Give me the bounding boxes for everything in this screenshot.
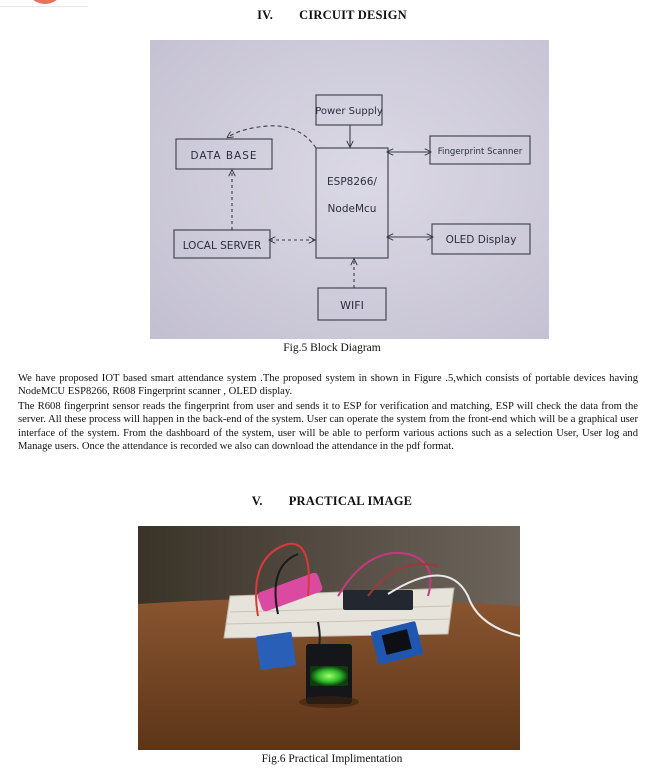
controller-label-line-1: ESP8266/: [327, 176, 377, 188]
section-title: CIRCUIT DESIGN: [299, 8, 407, 22]
local-server-label: LOCAL SERVER: [183, 240, 262, 252]
paragraph-1: We have proposed IOT based smart attenda…: [18, 373, 638, 398]
figure-6-caption: Fig.6 Practical Implimentation: [261, 753, 403, 765]
publisher-logo-fragment: [0, 0, 88, 7]
controller-box: [315, 147, 389, 259]
charger-module: [256, 631, 296, 671]
database-box: [175, 138, 273, 170]
section-number: V.: [251, 494, 263, 508]
wifi-box: [317, 287, 387, 321]
fingerprint-label: Fingerprint Scanner: [438, 147, 523, 157]
wifi-label: WIFI: [340, 299, 364, 312]
section-heading-circuit-design: IV. CIRCUIT DESIGN: [0, 8, 664, 23]
practical-photo-drawing: [138, 526, 520, 750]
section-heading-practical-image: V. PRACTICAL IMAGE: [0, 494, 664, 509]
block-diagram-figure: Power Supply DATA BASE ESP8266/ NodeMcu …: [150, 40, 549, 339]
figure-5-caption: Fig.5 Block Diagram: [283, 342, 381, 354]
practical-photo: [138, 526, 520, 750]
database-label: DATA BASE: [190, 150, 257, 162]
paragraph-2: The R608 fingerprint sensor reads the fi…: [18, 401, 638, 452]
power-supply-box: [315, 94, 383, 126]
nodemcu-board: [343, 590, 413, 610]
oled-label: OLED Display: [446, 234, 517, 246]
controller-label-line-2: NodeMcu: [328, 203, 377, 215]
power-supply-label: Power Supply: [315, 106, 383, 117]
section-number: IV.: [257, 8, 274, 22]
local-server-box: [173, 229, 271, 259]
block-diagram-drawing: Power Supply DATA BASE ESP8266/ NodeMcu …: [150, 40, 549, 339]
battery: [257, 572, 323, 612]
section-title: PRACTICAL IMAGE: [288, 494, 413, 508]
